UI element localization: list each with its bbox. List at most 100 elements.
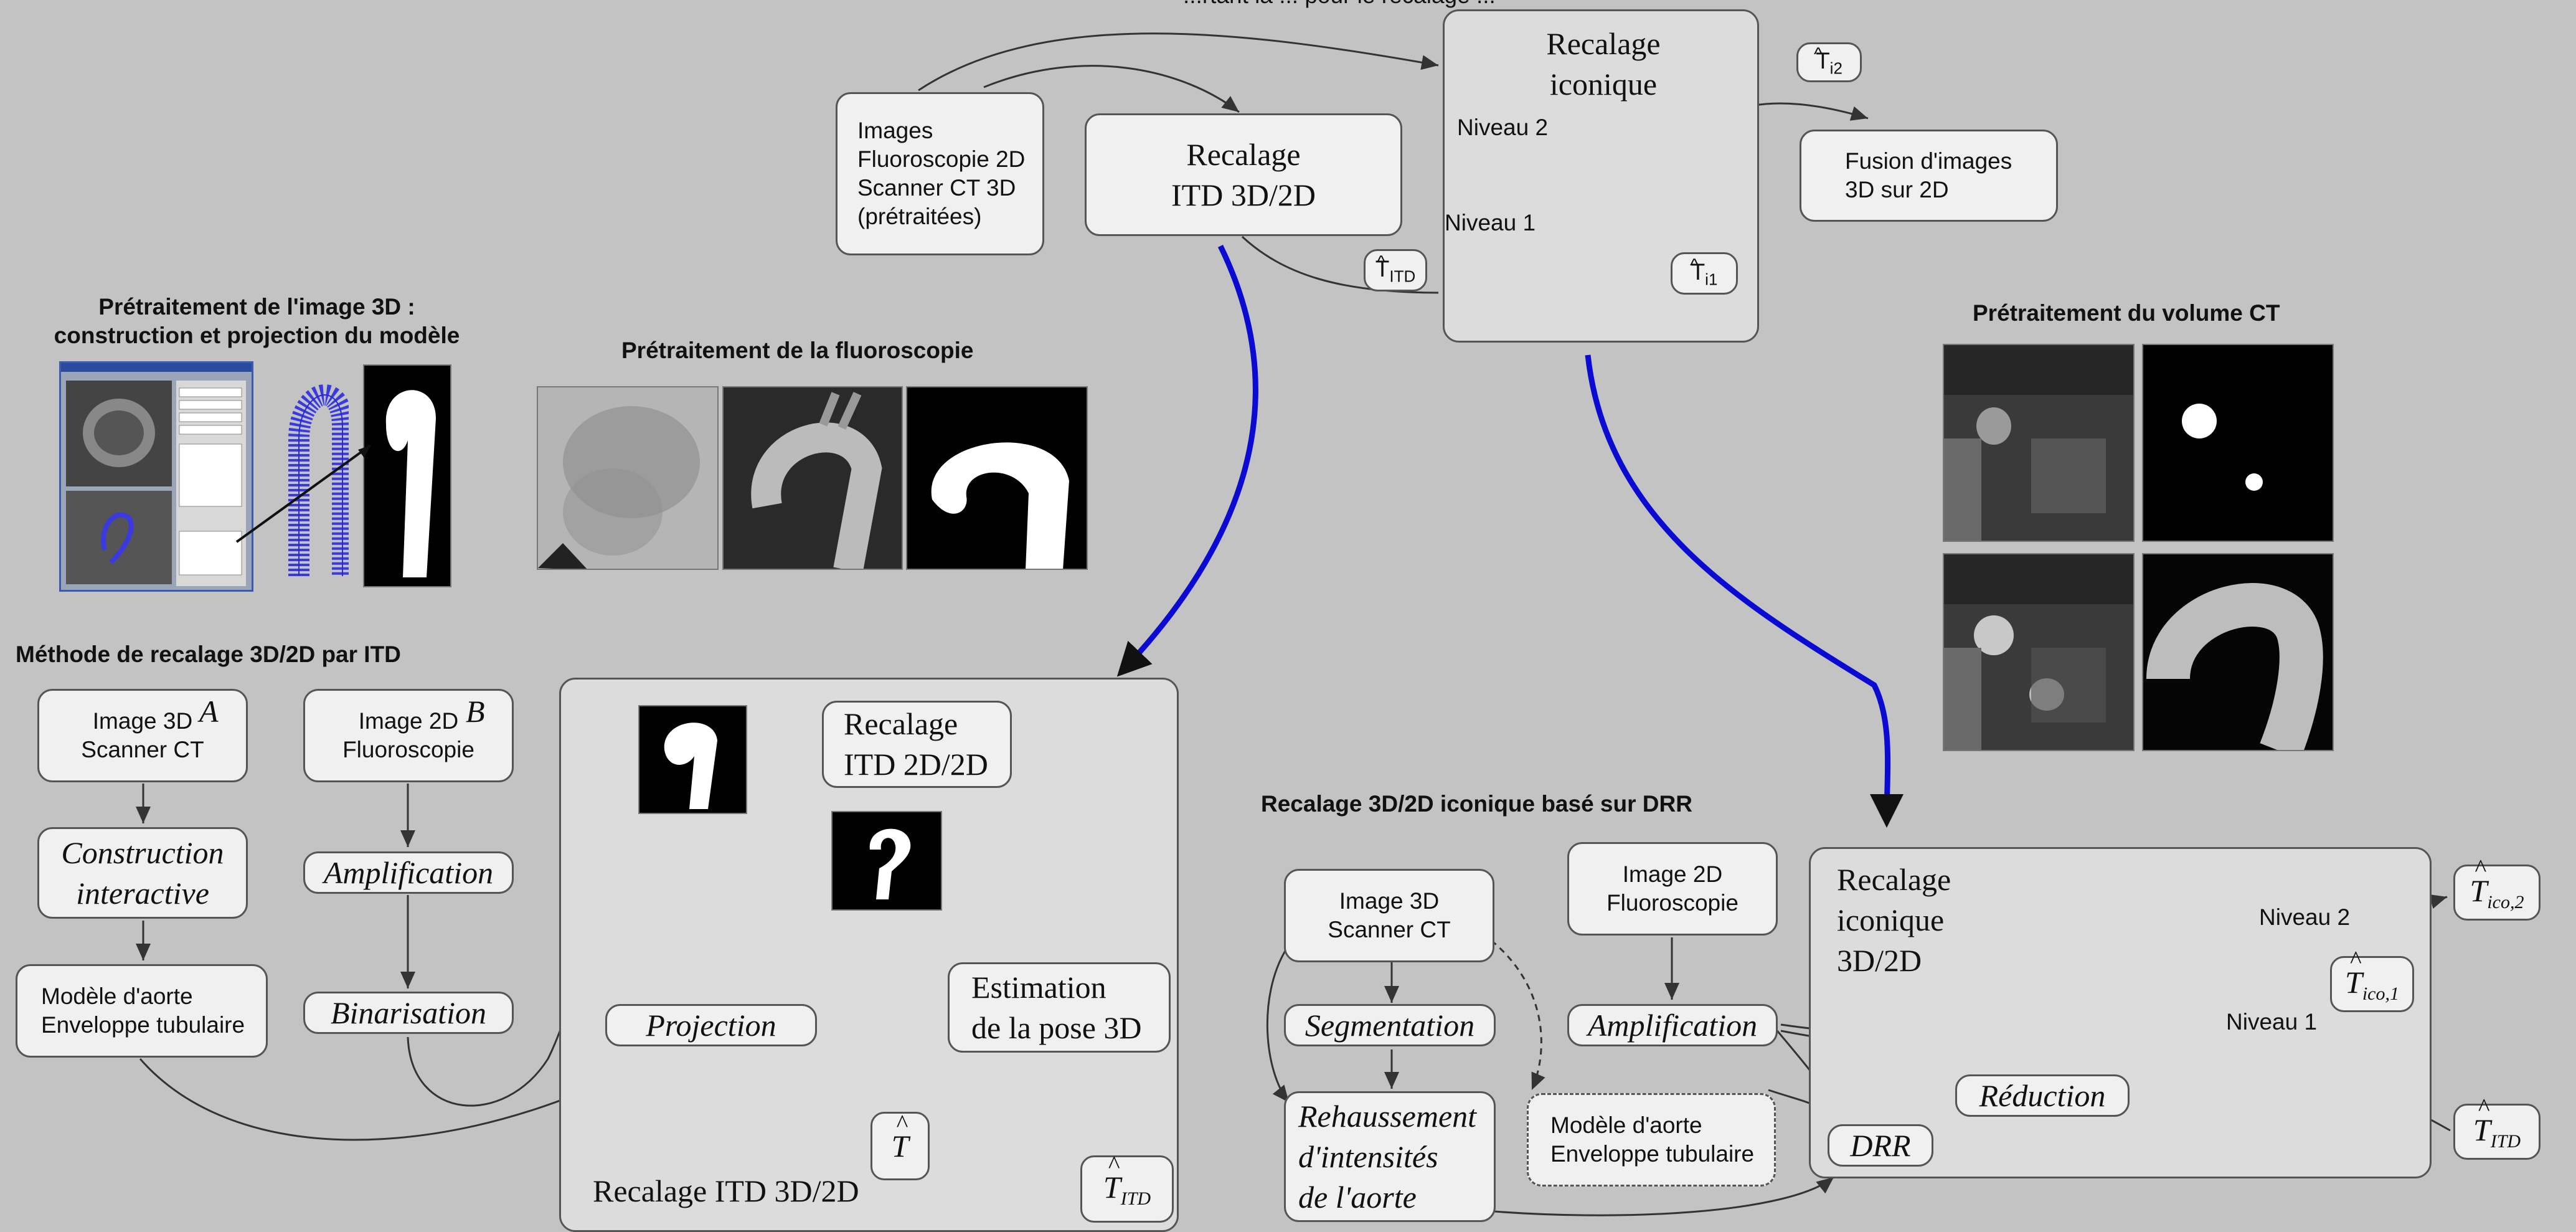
- t-itd-drr-sub: ITD: [2490, 1131, 2521, 1152]
- pre3d-title: Prétraitement de l'image 3D : constructi…: [19, 293, 495, 351]
- t-i1-hat: ^: [1690, 255, 1699, 276]
- t-hat-badge: ^ T: [870, 1109, 930, 1180]
- ct-slice-original: [1943, 344, 2135, 542]
- pre3d-title-line-1: Prétraitement de l'image 3D :: [98, 294, 415, 320]
- label-b: B: [466, 694, 485, 729]
- t-ico1-sub: ico,1: [2362, 983, 2399, 1004]
- recalage-itd2d-line-1: Recalage: [844, 706, 958, 741]
- drr-amplification-box: Amplification: [1567, 1004, 1778, 1046]
- drr-image2d-line-1: Image 2D: [1622, 861, 1723, 887]
- itd-image3d-line-1: Image 3D: [92, 708, 193, 734]
- pre3d-title-line-2: construction et projection du modèle: [54, 323, 460, 349]
- t-itd-hat-top: ^: [1377, 252, 1386, 273]
- fusion-box: Fusion d'images 3D sur 2D: [1800, 130, 2058, 222]
- itd-image2d-box: Image 2D Fluoroscopie: [303, 689, 514, 782]
- drr-niveau-2: Niveau 2: [2259, 904, 2351, 930]
- drr-label: DRR: [1850, 1127, 1911, 1163]
- estimation-line-2: de la pose 3D: [971, 1010, 1142, 1045]
- recalage-itd-line-1: Recalage: [1186, 136, 1301, 172]
- itd-modele-line-2: Enveloppe tubulaire: [41, 1012, 245, 1038]
- t-hat-symbol: T: [891, 1128, 909, 1163]
- drr-panel-line-3: 3D/2D: [1837, 943, 1922, 978]
- prect-title: Prétraitement du volume CT: [1973, 300, 2280, 326]
- t-itd-badge-top: TITD ^: [1364, 249, 1427, 291]
- binarisation-box: Binarisation: [303, 992, 514, 1034]
- construction-line-1: Construction: [61, 835, 224, 870]
- t-itd-symbol-top: T: [1375, 255, 1390, 282]
- drr-modele-box: Modèle d'aorte Enveloppe tubulaire: [1527, 1093, 1776, 1187]
- t-itd-drr-caret: ^: [2478, 1093, 2490, 1121]
- blue-arrow-itd: [1116, 245, 1258, 677]
- itd-image3d-box: Image 3D Scanner CT: [37, 689, 248, 782]
- images-line-3: Scanner CT 3D: [857, 175, 1016, 201]
- recalage-iconique-title: Recalage iconique: [1501, 24, 1706, 105]
- recalage-iconique-line-1: Recalage: [1546, 26, 1661, 61]
- t-itd-drr-badge: ^ TITD: [2453, 1093, 2541, 1160]
- construction-box: Construction interactive: [37, 827, 248, 919]
- t-ico1-symbol: T: [2345, 965, 2362, 1000]
- t-i2-symbol: T: [1816, 47, 1830, 73]
- t-itd-sub-top: ITD: [1389, 266, 1416, 285]
- t-i2-badge: Ti2 ^: [1796, 42, 1862, 82]
- itd-amplification-box: Amplification: [303, 851, 514, 894]
- segmentation-label: Segmentation: [1305, 1007, 1475, 1043]
- ct-segmentation-mask: [2142, 344, 2334, 542]
- itd-method-title: Méthode de recalage 3D/2D par ITD: [16, 642, 401, 667]
- t-ico2-sub: ico,2: [2487, 892, 2524, 912]
- t-ico2-caret: ^: [2475, 854, 2487, 882]
- reduction-label: Réduction: [1979, 1078, 2106, 1113]
- itd-amplification-label: Amplification: [323, 855, 494, 890]
- t-ico2-symbol: T: [2470, 873, 2488, 908]
- estimation-box: Estimation de la pose 3D: [948, 962, 1171, 1053]
- aorta-binary-projection: [363, 364, 451, 587]
- itd-image3d-line-2: Scanner CT: [81, 737, 204, 762]
- prefluo-title: Prétraitement de la fluoroscopie: [621, 338, 974, 363]
- top-niveau-1: Niveau 1: [1445, 210, 1536, 235]
- drr-image3d-line-2: Scanner CT: [1328, 917, 1451, 942]
- projection-label: Projection: [646, 1007, 776, 1043]
- recalage-iconique-panel: [1443, 9, 1759, 343]
- recalage-itd-line-2: ITD 3D/2D: [1171, 177, 1316, 212]
- rehaussement-box: Rehaussement d'intensités de l'aorte: [1284, 1091, 1496, 1222]
- recalage-itd2d-line-2: ITD 2D/2D: [844, 747, 988, 782]
- itd-fluoro-mask: [831, 811, 942, 911]
- t-i1-symbol: T: [1691, 258, 1706, 285]
- t-i2-sub: i2: [1829, 58, 1842, 77]
- projection-arrow: [235, 444, 372, 543]
- images-line-4: (prétraitées): [857, 204, 982, 230]
- top-niveau-2: Niveau 2: [1457, 115, 1549, 140]
- drr-modele-line-1: Modèle d'aorte: [1550, 1112, 1702, 1138]
- top-title: ...rtant la ... pour le recalage ...: [1183, 0, 1496, 10]
- rehaussement-line-3: de l'aorte: [1298, 1179, 1417, 1215]
- drr-image2d-box: Image 2D Fluoroscopie: [1567, 842, 1778, 936]
- t-hat-caret: ^: [896, 1109, 908, 1137]
- itd-image2d-line-2: Fluoroscopie: [342, 737, 474, 762]
- t-itd-result-badge: ^ TITD: [1080, 1150, 1174, 1223]
- t-i1-sub: i1: [1705, 269, 1718, 288]
- t-ico2-badge: ^ Tico,2: [2453, 854, 2541, 921]
- drr-image3d-line-1: Image 3D: [1339, 888, 1440, 914]
- drr-panel: [1809, 847, 2432, 1178]
- drr-box: DRR: [1828, 1124, 1933, 1167]
- t-itd-drr-symbol: T: [2473, 1112, 2491, 1147]
- itd-modele-box: Modèle d'aorte Enveloppe tubulaire: [16, 964, 268, 1058]
- software-screenshot: [59, 361, 253, 592]
- images-line-1: Images: [857, 117, 933, 143]
- drr-modele-line-2: Enveloppe tubulaire: [1550, 1141, 1755, 1167]
- fluoro-binary-image: [906, 386, 1088, 570]
- t-itd-result-sub: ITD: [1120, 1188, 1151, 1209]
- label-a: A: [199, 694, 219, 729]
- t-ico1-caret: ^: [2350, 945, 2362, 974]
- rehaussement-line-2: d'intensités: [1298, 1139, 1438, 1174]
- t-ico1-badge: ^ Tico,1: [2330, 945, 2414, 1012]
- drr-method-title: Recalage 3D/2D iconique basé sur DRR: [1261, 791, 1692, 817]
- ct-slice-enhanced: [1943, 553, 2135, 751]
- binarisation-label: Binarisation: [330, 995, 487, 1030]
- reduction-box: Réduction: [1955, 1074, 2130, 1117]
- segmentation-box: Segmentation: [1284, 1004, 1496, 1046]
- estimation-line-1: Estimation: [971, 969, 1106, 1005]
- t-i2-hat: ^: [1814, 44, 1823, 65]
- drr-image2d-line-2: Fluoroscopie: [1606, 890, 1739, 916]
- itd-panel-label: Recalage ITD 3D/2D: [593, 1173, 859, 1208]
- drr-amplification-label: Amplification: [1587, 1007, 1758, 1043]
